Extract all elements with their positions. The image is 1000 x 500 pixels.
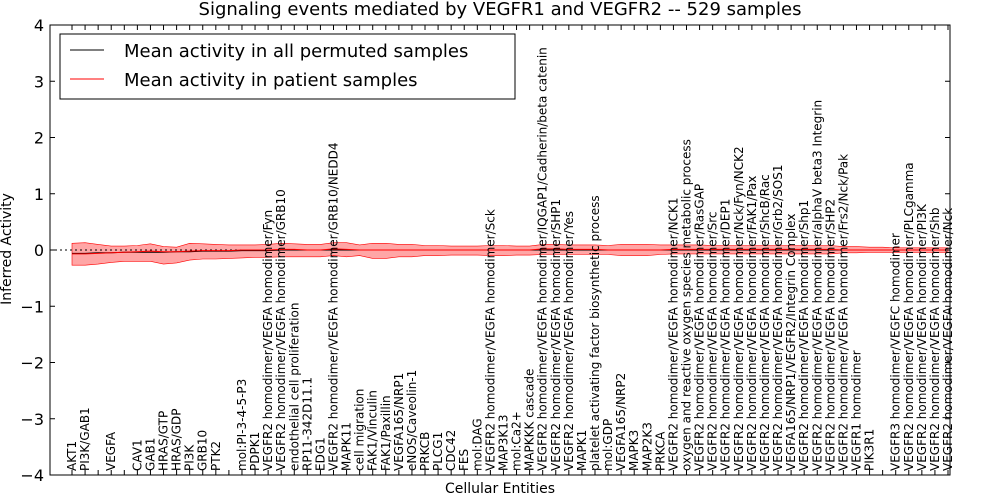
x-category-label: MAPK1 — [575, 430, 589, 471]
x-category-label: oxygen and reactive oxygen species metab… — [680, 139, 694, 471]
x-category-label: AKT1 — [65, 441, 79, 471]
x-category-label: mol:DAG — [470, 418, 484, 471]
x-category-label: eNOS/Caveolin-1 — [405, 370, 419, 471]
legend-label-patient: Mean activity in patient samples — [124, 70, 418, 91]
x-category-label: CAV1 — [130, 439, 144, 471]
x-category-label: platelet activating factor biosynthetic … — [588, 195, 602, 471]
x-category-label: VEGFR2 homodimer/VEGFA homodimer/Yes — [562, 211, 576, 471]
x-category-label: VEGFA165/NRP1/VEGFR2/Integrin Complex — [784, 214, 798, 471]
x-category-label: GAB1 — [143, 438, 157, 471]
x-category-label: VEGFA165/NRP1 — [392, 373, 406, 471]
x-category-label: VEGFA165/NRP2 — [614, 373, 628, 471]
chart-title: Signaling events mediated by VEGFR1 and … — [199, 0, 802, 20]
y-tick-label: −1 — [20, 297, 44, 316]
x-category-label: MAP3K13 — [497, 414, 511, 471]
x-category-label: RP11-342D11.1 — [300, 377, 314, 471]
y-tick-label: 0 — [34, 241, 44, 260]
x-category-label: mol:Ca2+ — [510, 411, 524, 471]
x-category-label: MAPK3 — [627, 430, 641, 471]
x-category-label: VEGFR2 homodimer/VEGFA homodimer/GRB10/N… — [327, 142, 341, 471]
y-tick-label: 1 — [34, 185, 44, 204]
x-category-label: HRAS/GTP — [157, 411, 171, 471]
x-category-label: VEGFR2 homodimer/VEGFA homodimer/alphaV … — [810, 100, 824, 471]
x-category-label: VEGFR2 homodimer/VEGFA homodimer/GRB10 — [274, 189, 288, 471]
legend-box — [59, 33, 516, 100]
patient-mean-line — [72, 248, 948, 255]
y-tick-label: 3 — [34, 72, 44, 91]
x-category-label: VEGFR2 homodimer/VEGFA homodimer/PI3K — [915, 203, 929, 471]
x-category-label: GRB10 — [196, 430, 210, 471]
x-category-label: cell migration — [353, 389, 367, 471]
x-category-label: MAPK11 — [340, 422, 354, 471]
x-category-label: VEGFR2 homodimer/VEGFA homodimer/SHP1 — [549, 199, 563, 471]
y-axis-title: Inferred Activity — [0, 193, 15, 305]
x-category-label: mol:PI-3-4-5-P3 — [235, 379, 249, 471]
x-category-label: VEGFR2 homodimer/VEGFA homodimer/Src — [706, 211, 720, 471]
x-category-label: VEGFA — [104, 431, 118, 471]
x-category-label: VEGFR2 homodimer/VEGFA homodimer/Fyn — [261, 210, 275, 471]
y-tick-label: −2 — [20, 354, 44, 373]
x-category-label: VEGFR2 homodimer/VEGFA homodimer/Frs2/Nc… — [836, 154, 850, 471]
x-category-label: VEGFR2 homodimer/VEGFA homodimer/NCK1 — [666, 197, 680, 471]
y-tick-label: −3 — [20, 410, 44, 429]
patient-band — [71, 242, 949, 266]
y-tick-label: −4 — [20, 466, 44, 485]
legend-label-permuted: Mean activity in all permuted samples — [124, 41, 468, 62]
x-category-label: FAK1/Vinculin — [366, 390, 380, 471]
x-category-label: VEGFR3 homodimer/VEGFC homodimer — [889, 233, 903, 471]
x-category-label: mol:GDP — [601, 419, 615, 471]
x-category-label: VEGFR2 homodimer/VEGFA homodimer/Shb — [928, 208, 942, 472]
x-category-label: MAPKKK cascade — [523, 369, 537, 471]
x-category-label: HRAS/GDP — [170, 408, 184, 471]
x-category-label: endothelial cell proliferation — [287, 303, 301, 471]
x-category-label: VEGFR2 homodimer/VEGFA homodimer/DEP1 — [719, 199, 733, 471]
y-tick-label: 2 — [34, 129, 44, 148]
x-category-label: VEGFR2 homodimer/VEGFA homodimer/ShcB/Ra… — [758, 174, 772, 471]
x-category-label: VEGFR2 homodimer/VEGFA homodimer/Nck — [941, 208, 955, 471]
x-category-label: PLCG1 — [431, 432, 445, 471]
x-category-label: MAP2K3 — [640, 422, 654, 471]
x-category-label: VEGFR2 homodimer/VEGFA homodimer/IQGAP1/… — [536, 47, 550, 471]
x-category-label: EDG1 — [313, 437, 327, 471]
x-category-label: VEGFR2 homodimer/VEGFA homodimer/PLCgamm… — [902, 162, 916, 471]
legend: Mean activity in all permuted samples Me… — [59, 33, 516, 100]
x-category-label: VEGFR2 homodimer/VEGFA homodimer/RasGAP — [693, 184, 707, 471]
x-category-label: PDPK1 — [248, 432, 262, 471]
x-category-label: VEGFR2 homodimer/VEGFA homodimer/FAK1/Pa… — [745, 176, 759, 471]
x-category-label: VEGFR2 homodimer/VEGFA homodimer/Sck — [483, 209, 497, 471]
x-category-label: PTK2 — [209, 441, 223, 471]
x-category-label: PIK3R1 — [863, 429, 877, 471]
x-category-label: PRKCB — [418, 432, 432, 471]
x-category-label: VEGFR2 homodimer/VEGFA homodimer/Shp1 — [797, 200, 811, 471]
x-category-label: VEGFR1 homodimer — [850, 350, 864, 471]
x-axis-title: Cellular Entities — [445, 481, 555, 497]
x-category-label: VEGFR2 homodimer/VEGFA homodimer/Grb2/SO… — [771, 165, 785, 472]
x-category-label: FES — [457, 449, 471, 471]
y-tick-label: 4 — [34, 16, 44, 35]
x-category-label: VEGFR2 homodimer/VEGFA homodimer/SHP2 — [823, 199, 837, 471]
x-category-label: PI3K — [183, 444, 197, 471]
x-category-label: PRKCA — [653, 431, 667, 471]
x-category-label: VEGFR2 homodimer/VEGFA homodimer/Nck/Fyn… — [732, 146, 746, 471]
x-category-label: FAK1/Paxillin — [379, 395, 393, 471]
x-category-label: CDC42 — [444, 430, 458, 471]
x-category-label: PI3K/GAB1 — [78, 407, 92, 471]
